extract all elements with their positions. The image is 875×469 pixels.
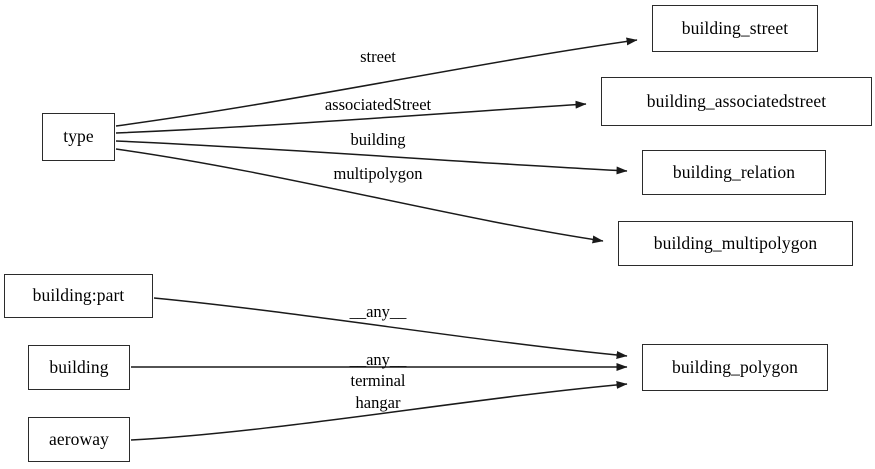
- node-label: aeroway: [49, 428, 109, 449]
- node-building-multipolygon[interactable]: building_multipolygon: [618, 221, 853, 266]
- edge-label-multipolygon: multipolygon: [333, 163, 423, 183]
- edge-label-hangar: hangar: [355, 392, 401, 412]
- node-label: type: [63, 126, 94, 147]
- node-type[interactable]: type: [42, 113, 115, 161]
- node-building-associatedstreet[interactable]: building_associatedstreet: [601, 77, 872, 126]
- node-building-relation[interactable]: building_relation: [642, 150, 826, 195]
- edge-type-building_associatedstreet: [115, 100, 587, 134]
- edge-label-building: building: [350, 129, 406, 149]
- edge-type-building_street: [115, 37, 638, 127]
- edge-paths: [115, 37, 638, 441]
- edge-label-associatedstreet: associatedStreet: [324, 94, 432, 114]
- edge-type-building_multipolygon: [115, 148, 604, 244]
- node-building[interactable]: building: [28, 345, 130, 390]
- node-aeroway[interactable]: aeroway: [28, 417, 130, 462]
- node-label: building_relation: [672, 161, 796, 182]
- node-label: building_multipolygon: [653, 232, 818, 253]
- node-building-street[interactable]: building_street: [652, 5, 818, 52]
- edge-type-building_relation: [115, 140, 628, 175]
- node-label: building:part: [32, 285, 125, 306]
- node-label: building_polygon: [671, 356, 799, 377]
- node-building-part[interactable]: building:part: [4, 274, 153, 318]
- node-label: building_street: [681, 17, 789, 38]
- edge-label-terminal: terminal: [350, 370, 406, 390]
- edge-building_part-building_polygon: [153, 297, 628, 359]
- node-label: building: [49, 356, 109, 377]
- edge-label-any-part: __any__: [349, 301, 407, 321]
- node-label: building_associatedstreet: [646, 90, 827, 111]
- edge-aeroway-building_polygon: [130, 380, 628, 441]
- edge-label-any-building: __any__: [349, 349, 407, 369]
- edge-label-street: street: [360, 46, 396, 66]
- node-building-polygon[interactable]: building_polygon: [642, 344, 828, 391]
